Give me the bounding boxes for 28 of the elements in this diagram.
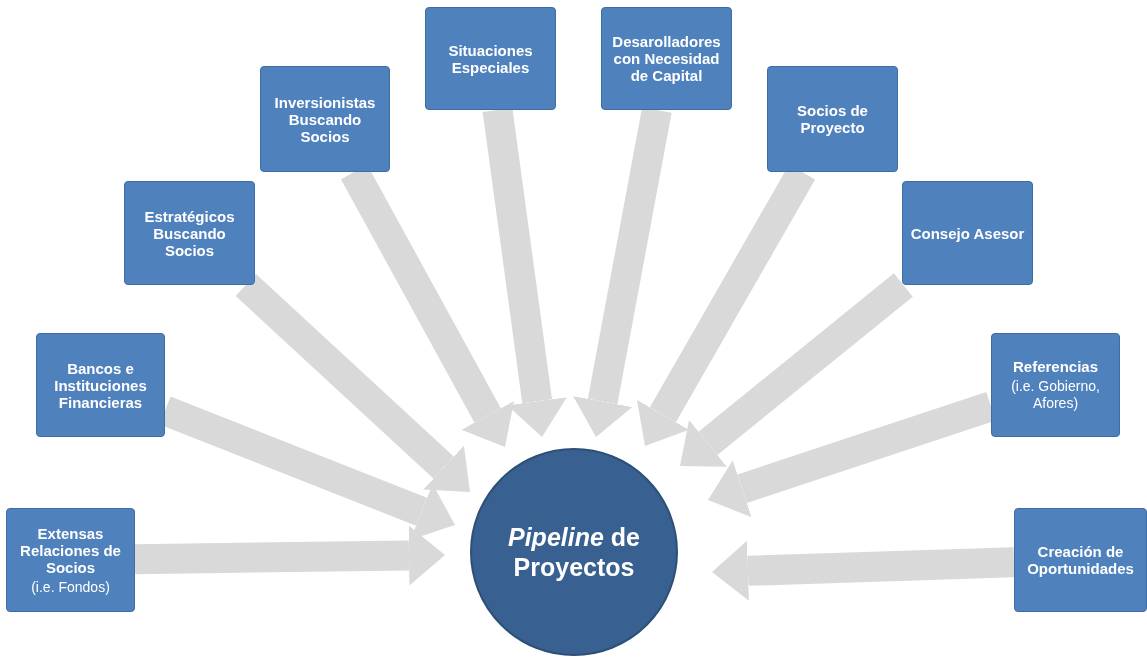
box-heading: Estratégicos Buscando Socios (143, 207, 236, 259)
source-box (1014, 508, 1147, 612)
source-box (991, 333, 1120, 437)
source-box (425, 7, 556, 110)
box-heading: Socios de Proyecto (796, 102, 869, 136)
block-arrow (134, 525, 445, 586)
block-arrow (482, 108, 567, 437)
box-heading: Pipeline de Proyectos (507, 522, 641, 582)
source-box (260, 66, 390, 172)
block-arrow (712, 540, 1015, 601)
box-example: (i.e. Fondos) (31, 578, 110, 596)
source-box (601, 7, 732, 110)
source-box (767, 66, 898, 172)
box-heading: Inversionistas Buscando Socios (273, 93, 377, 145)
box-heading: Desarolladores con Necesidad de Capital (611, 33, 722, 84)
block-arrow (680, 273, 913, 467)
source-box (902, 181, 1033, 285)
box-heading: Extensas Relaciones de Socios (19, 524, 122, 576)
box-heading: Creación de Oportunidades (1026, 543, 1135, 577)
box-example: (i.e. Gobierno, Afores) (1010, 378, 1101, 412)
source-box (124, 181, 255, 285)
source-box (6, 508, 135, 612)
box-heading: Bancos e Instituciones Financieras (53, 359, 148, 411)
source-box (36, 333, 165, 437)
box-heading: Situaciones Especiales (447, 41, 534, 76)
block-arrow (235, 274, 470, 492)
box-heading: Consejo Asesor (910, 224, 1025, 242)
box-heading: Referencias (1012, 358, 1099, 375)
